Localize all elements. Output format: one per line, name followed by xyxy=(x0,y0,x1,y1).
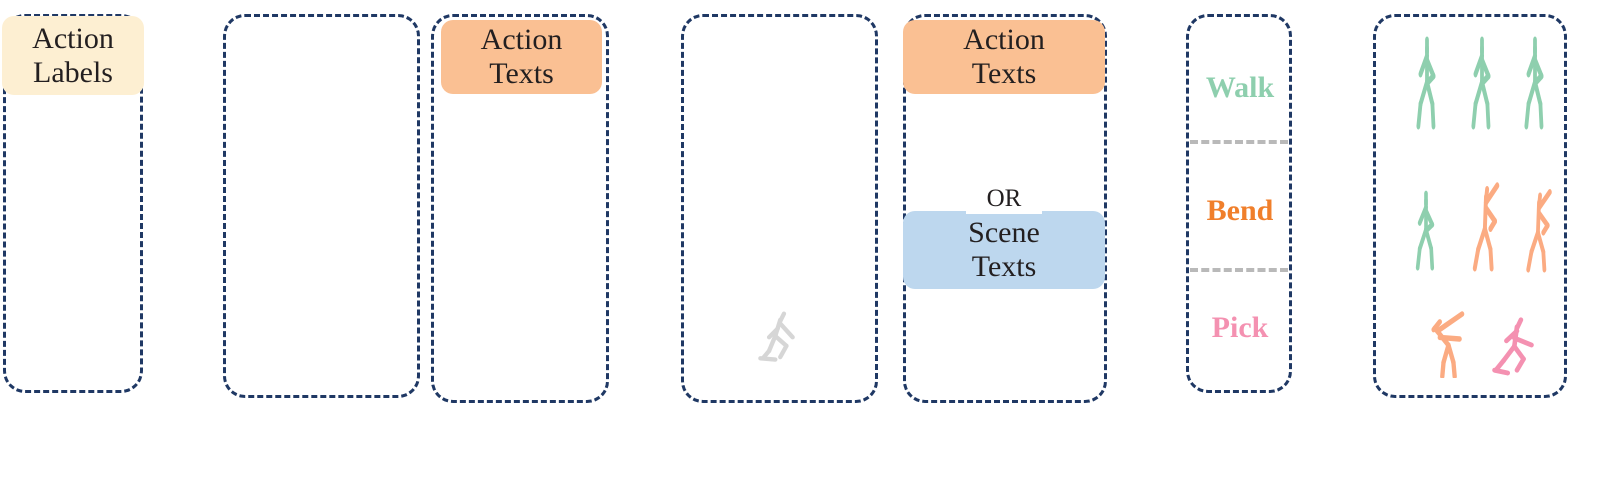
class-label-bend: Bend xyxy=(1206,194,1274,227)
action-texts-chip-1-line-2: Texts xyxy=(489,57,554,90)
class-divider-1 xyxy=(1190,140,1288,144)
result-figure-r3-c2 xyxy=(1480,310,1546,380)
result-figure-r1-c2 xyxy=(1455,30,1509,130)
action-labels-panel xyxy=(3,14,143,393)
action-labels-chip-line-1: Action xyxy=(32,21,114,55)
result-figure-r1-c3 xyxy=(1508,30,1562,130)
action-texts-chip-1-line-1: Action xyxy=(480,23,563,57)
scene-texts-chip-line-1: Scene xyxy=(968,216,1040,250)
result-figure-r3-c1 xyxy=(1415,300,1477,378)
result-figure-r2-c1 xyxy=(1400,185,1452,271)
action-texts-chip-2-line-2: Texts xyxy=(971,57,1037,90)
class-legend-panel xyxy=(1186,14,1292,393)
or-tag: OR xyxy=(966,184,1042,214)
result-figure-r2-c2 xyxy=(1458,178,1514,272)
scene-texts-chip: Scene Texts xyxy=(903,211,1105,289)
action-scene-panel xyxy=(903,14,1107,403)
empty-panel-2 xyxy=(223,14,420,398)
result-figure-r1-c1 xyxy=(1400,30,1454,130)
class-label-walk: Walk xyxy=(1205,71,1275,104)
motion-figure-gray xyxy=(748,305,810,367)
results-panel xyxy=(1373,14,1567,398)
class-label-pick: Pick xyxy=(1211,311,1269,344)
action-labels-chip: Action Labels xyxy=(2,16,144,95)
motion-panel xyxy=(681,14,878,403)
class-divider-2 xyxy=(1190,268,1288,272)
action-labels-chip-line-2: Labels xyxy=(33,55,113,89)
action-texts-chip-2-line-1: Action xyxy=(963,23,1045,57)
action-texts-chip-2: Action Texts xyxy=(903,20,1105,94)
result-figure-r2-c3 xyxy=(1512,185,1566,273)
action-texts-panel-1 xyxy=(431,14,609,403)
scene-texts-chip-line-2: Texts xyxy=(971,250,1037,283)
action-texts-chip-1: Action Texts xyxy=(441,20,602,94)
